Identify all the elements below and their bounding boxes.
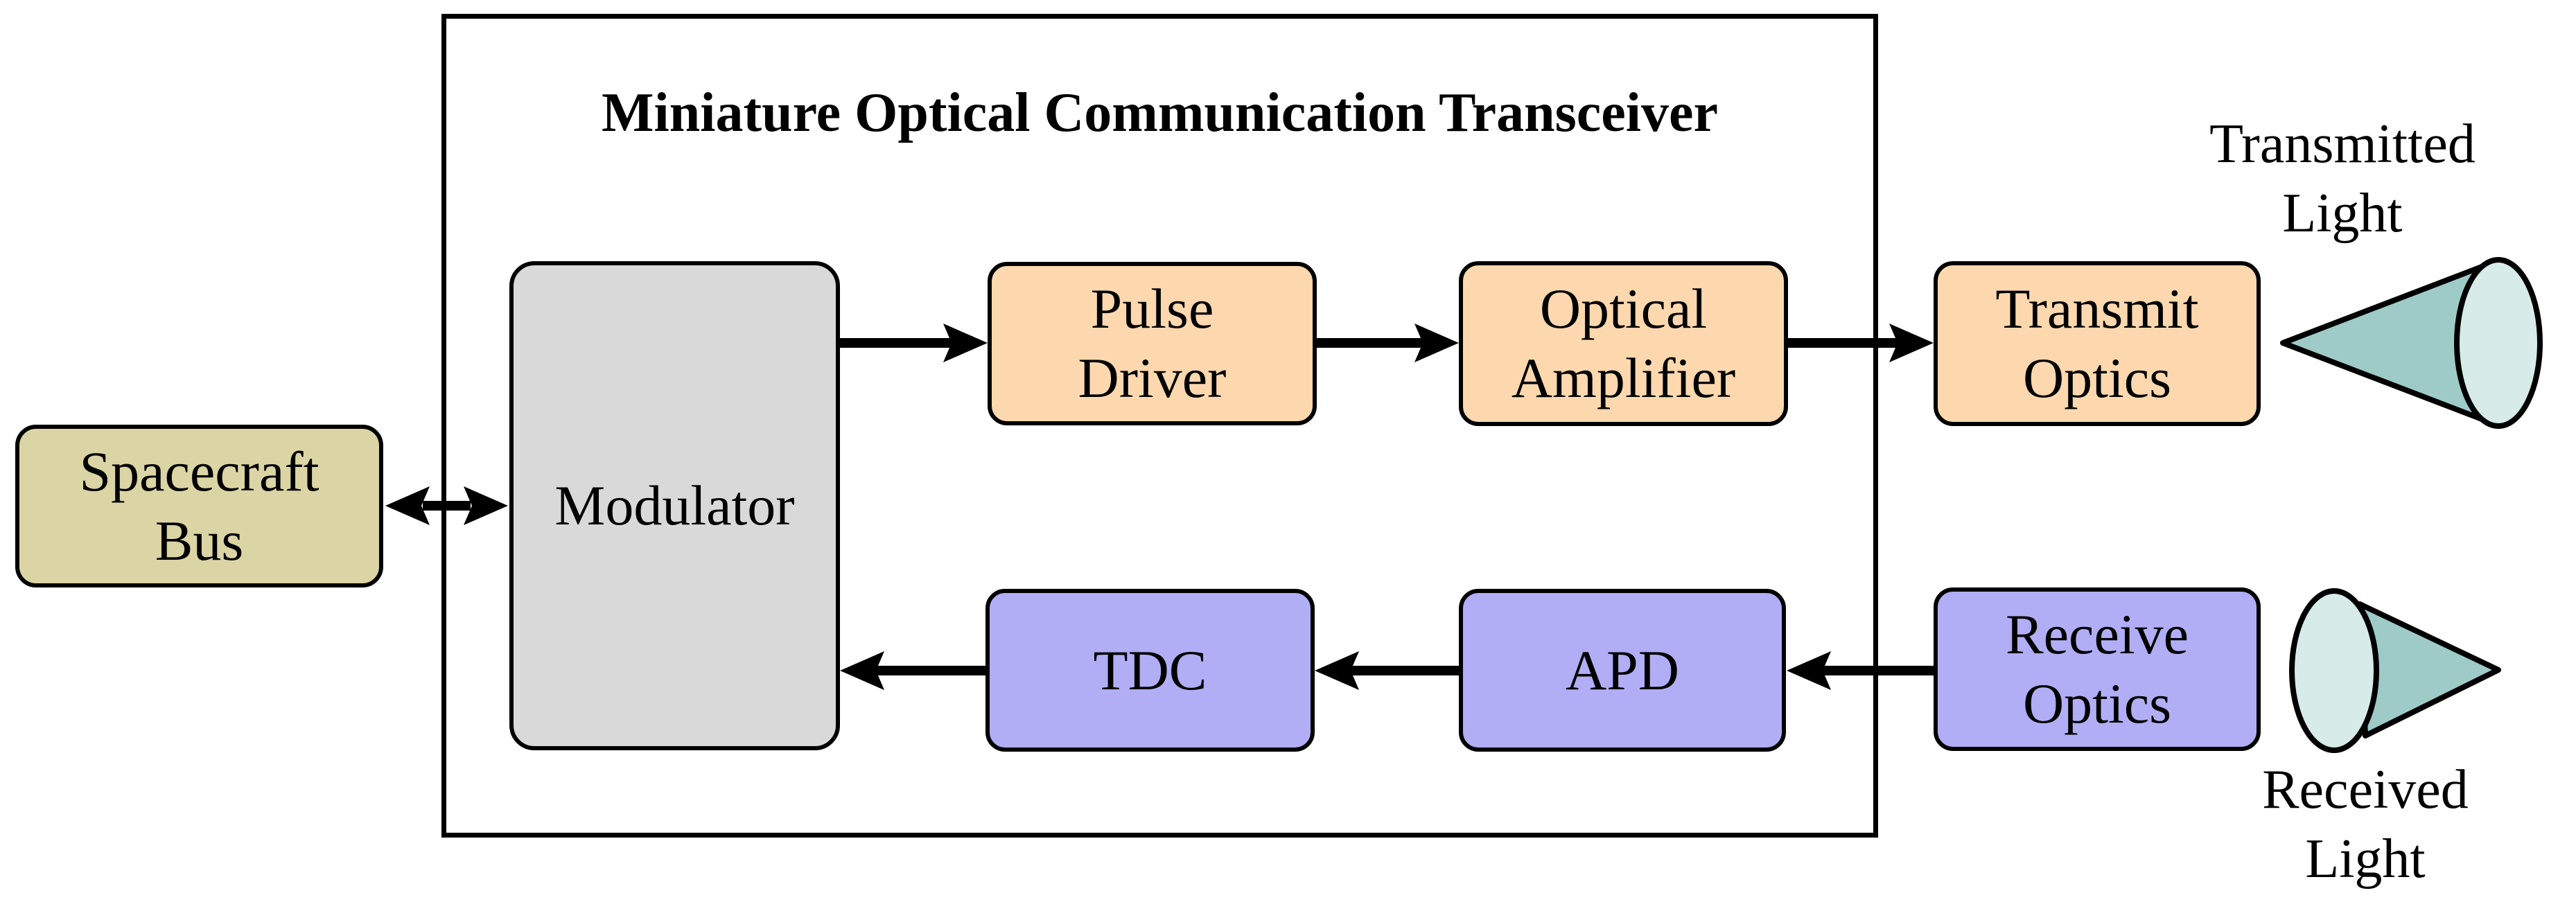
node-apd: APD xyxy=(1459,589,1786,752)
node-receive-optics-label: Receive Optics xyxy=(2005,603,2189,735)
node-tdc: TDC xyxy=(985,589,1315,752)
receive-light-cone-icon xyxy=(2289,588,2501,753)
transmitted-light-label: Transmitted Light xyxy=(2209,114,2476,244)
node-optical-amplifier: Optical Amplifier xyxy=(1459,261,1788,426)
node-receive-optics: Receive Optics xyxy=(1934,587,2261,751)
node-optical-amplifier-label: Optical Amplifier xyxy=(1511,277,1736,409)
transmit-light-cone-icon xyxy=(2280,257,2543,429)
node-transmit-optics: Transmit Optics xyxy=(1934,261,2261,426)
node-pulse-driver: Pulse Driver xyxy=(988,262,1317,425)
diagram-title: Miniature Optical Communication Transcei… xyxy=(602,82,1718,143)
node-apd-label: APD xyxy=(1565,638,1680,702)
node-spacecraft-bus: Spacecraft Bus xyxy=(15,425,383,587)
node-tdc-label: TDC xyxy=(1093,638,1207,702)
node-spacecraft-bus-label: Spacecraft Bus xyxy=(79,439,319,572)
received-light-label: Received Light xyxy=(2262,759,2469,890)
node-modulator-label: Modulator xyxy=(554,474,795,537)
node-modulator: Modulator xyxy=(509,261,840,750)
node-transmit-optics-label: Transmit Optics xyxy=(1995,277,2199,409)
transceiver-boundary-box xyxy=(441,14,1878,838)
node-pulse-driver-label: Pulse Driver xyxy=(1078,277,1227,409)
